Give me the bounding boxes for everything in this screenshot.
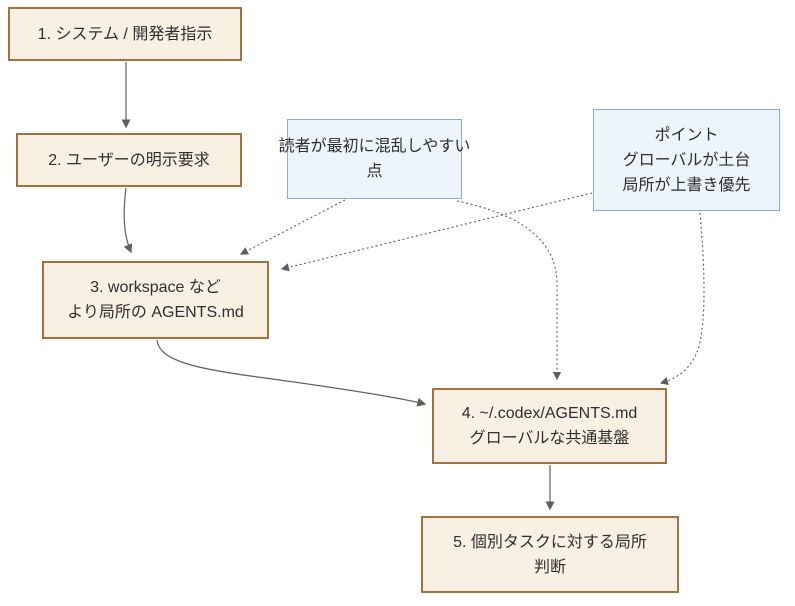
edge-n3-to-n4 [156, 339, 427, 407]
node-1-system-developer-instructions: 1. システム / 開発者指示 [8, 7, 242, 61]
edge-note-point-to-n4 [659, 212, 705, 385]
note-reader-confusion-line2: 点 [366, 163, 383, 180]
note-point-line1: ポイント [654, 126, 719, 144]
note-reader-confusion-line1: 読者が最初に混乱しやすい [278, 138, 471, 155]
node-2-label: 2. ユーザーの明示要求 [48, 151, 210, 169]
edge-note-confusion-to-n4 [456, 200, 562, 381]
node-4-codex-global-agents-md: 4. ~/.codex/AGENTS.md グローバルな共通基盤 [432, 388, 667, 464]
node-4-label-line1: 4. ~/.codex/AGENTS.md [461, 405, 638, 422]
node-5-label-line1: 5. 個別タスクに対する局所 [453, 533, 647, 551]
edge-note-confusion-to-n3 [239, 199, 346, 255]
note-point-line3: 局所が上書き優先 [622, 176, 751, 194]
note-reader-confusion: 読者が最初に混乱しやすい 点 [279, 119, 470, 199]
node-3-label-line1: 3. workspace など [90, 279, 221, 296]
node-5-local-judgement-per-task: 5. 個別タスクに対する局所 判断 [421, 516, 679, 593]
node-4-label-line2: グローバルな共通基盤 [469, 430, 630, 447]
edge-note-point-to-n3 [280, 192, 593, 272]
node-5-label-line2: 判断 [533, 558, 566, 576]
node-1-label: 1. システム / 開発者指示 [37, 25, 213, 43]
node-3-workspace-local-agents-md: 3. workspace など より局所の AGENTS.md [42, 261, 269, 339]
node-2-user-explicit-request: 2. ユーザーの明示要求 [16, 133, 242, 187]
node-3-label-line2: より局所の AGENTS.md [67, 304, 244, 321]
note-point-line2: グローバルが土台 [622, 151, 751, 169]
edge-n2-to-n3 [123, 187, 133, 254]
note-point-global-base-local-override: ポイント グローバルが土台 局所が上書き優先 [593, 109, 780, 211]
